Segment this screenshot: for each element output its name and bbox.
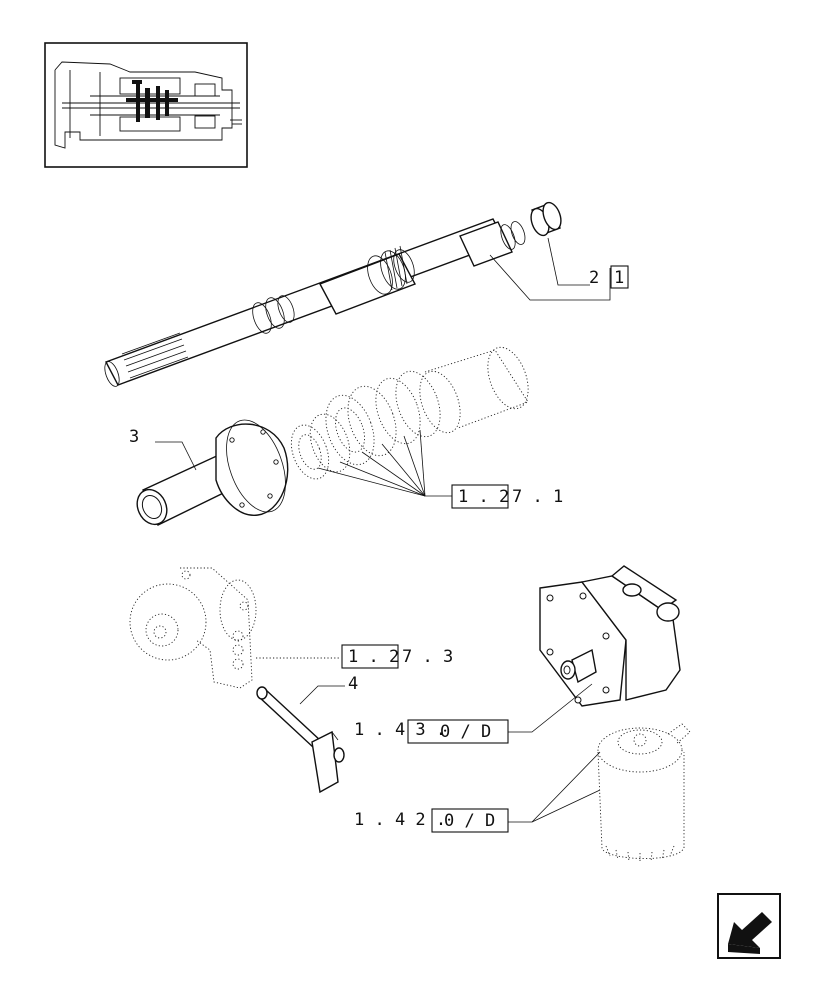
callout-2-leader xyxy=(489,237,611,301)
ref-1-43-leader xyxy=(508,683,593,733)
lever-pin xyxy=(256,686,345,794)
callout-1-label: 1 xyxy=(614,268,624,288)
flanged-shaft xyxy=(136,419,289,526)
ref-1-43-pre-text[interactable]: 1 . 4 3 . xyxy=(354,720,446,740)
ref-1-27-1-boxed-text[interactable]: 1 . 2 xyxy=(458,487,509,507)
ref-1-42-box[interactable] xyxy=(431,808,509,833)
callout-4-label: 4 xyxy=(348,674,358,694)
callout-3-leader xyxy=(155,441,197,471)
ref-1-27-1-rest-text[interactable]: 7 . 1 xyxy=(512,487,563,507)
callout-4-leader xyxy=(299,685,345,705)
callout-2-label: 2 xyxy=(589,268,599,288)
ref-1-43-box[interactable] xyxy=(407,719,509,744)
ref-1-27-3-rest-text[interactable]: 7 . 3 xyxy=(402,647,453,667)
ref-1-27-3-boxed-text[interactable]: 1 . 2 xyxy=(348,647,399,667)
bushing xyxy=(530,201,562,237)
oil-filter xyxy=(597,723,691,863)
bearing-housing xyxy=(129,567,340,689)
previous-page-arrow-icon[interactable] xyxy=(717,893,781,959)
ref-1-27-3-box[interactable] xyxy=(341,644,399,669)
ref-1-27-1-leaders xyxy=(317,429,452,497)
ref-1-27-1-box[interactable] xyxy=(451,484,509,509)
hydraulic-pump xyxy=(539,565,681,707)
ref-1-42-boxed-text[interactable]: 0 / D xyxy=(444,811,495,831)
ref-1-42-pre-text[interactable]: 1 . 4 2 . xyxy=(354,810,446,830)
callout-2-box xyxy=(610,265,629,289)
ref-1-42-leader-b xyxy=(531,789,601,823)
ref-1-43-boxed-text[interactable]: 0 / D xyxy=(440,722,491,742)
transmission-section-thumbnail[interactable] xyxy=(44,42,248,168)
bearing-assembly xyxy=(290,346,529,480)
main-shaft xyxy=(104,218,526,387)
callout-3-label: 3 xyxy=(129,427,139,447)
